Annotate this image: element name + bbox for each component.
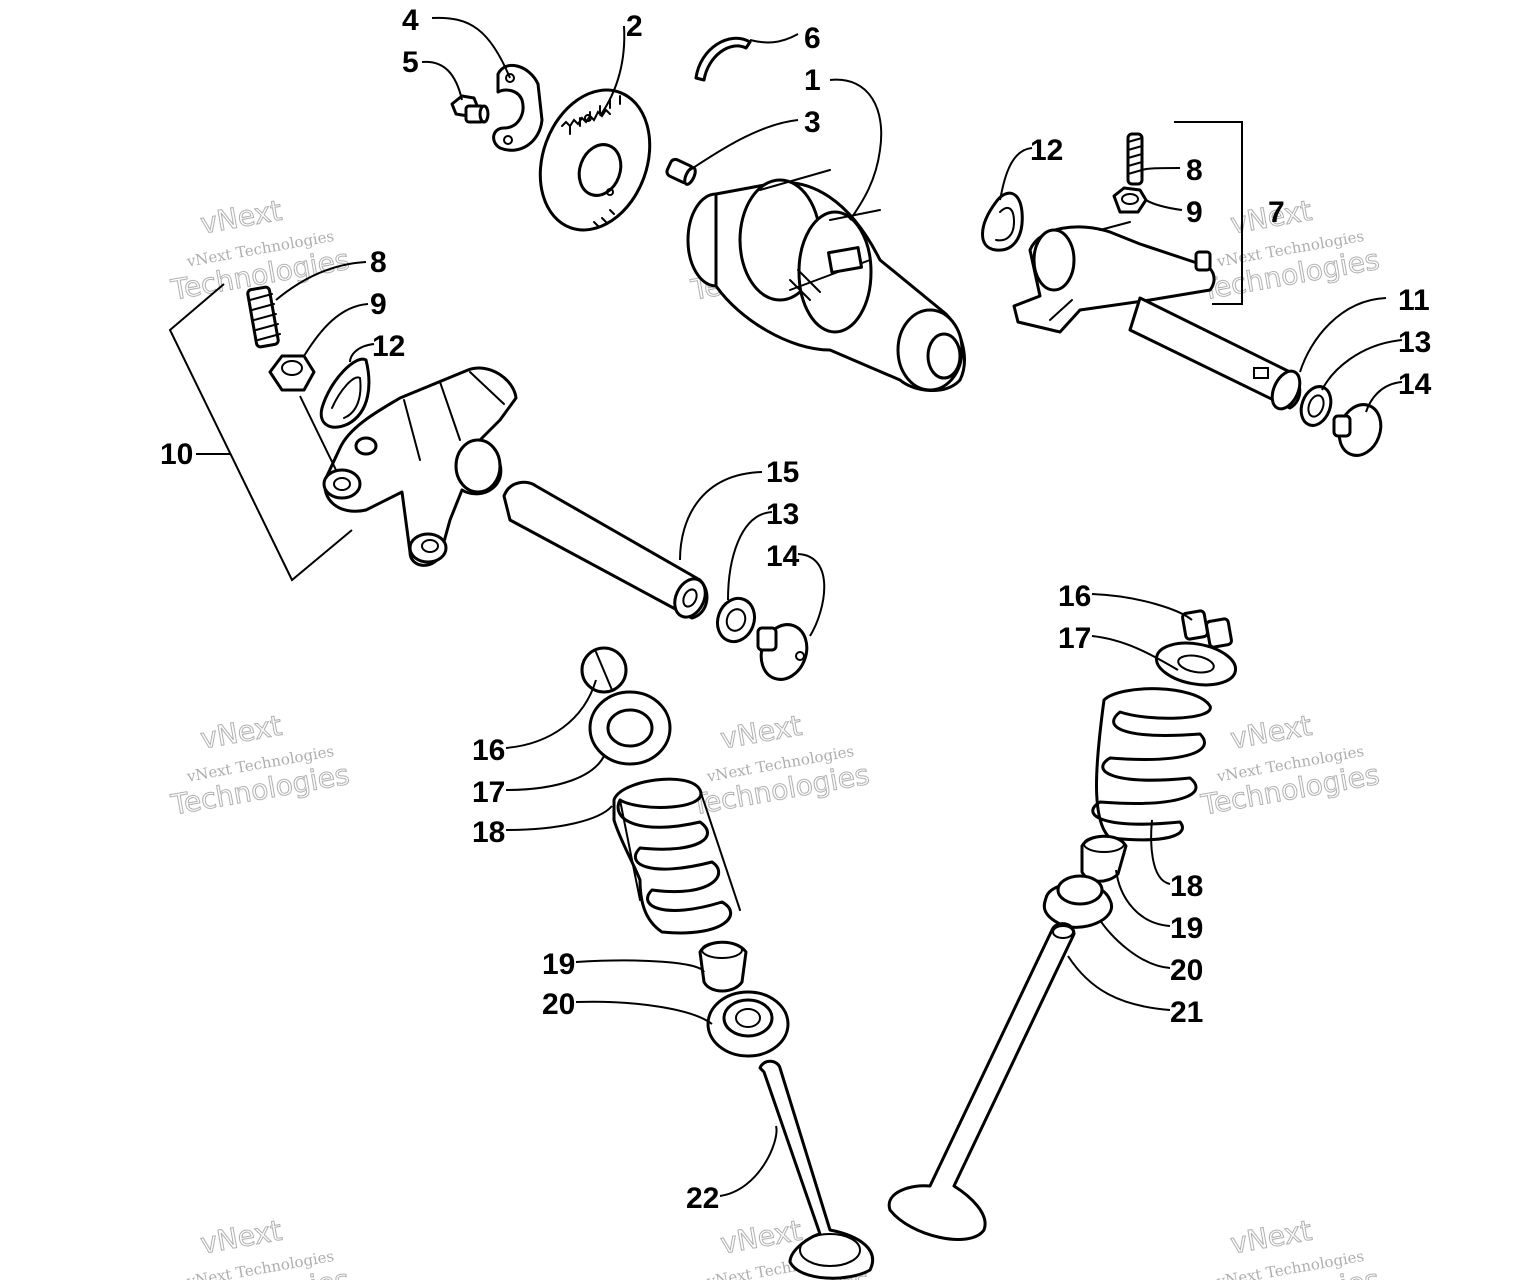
part-21-exhaust-valve[interactable] [887,922,1076,1241]
part-16-valve-keeper-left[interactable] [580,646,628,694]
part-4-retainer-plate[interactable] [492,63,544,152]
callout-20[interactable]: 20 [1170,954,1203,987]
part-14-plug-right[interactable] [1332,399,1387,462]
part-7-rocker-arm-right[interactable] [1012,221,1216,334]
callout-18[interactable]: 18 [1170,870,1203,903]
callout-5[interactable]: 5 [402,46,419,79]
svg-text:vNext: vNext [1228,709,1314,756]
callout-9[interactable]: 9 [1186,196,1203,229]
svg-text:vNext: vNext [198,709,284,756]
callout-9[interactable]: 9 [370,288,387,321]
callout-20[interactable]: 20 [542,988,575,1021]
callout-12[interactable]: 12 [1030,134,1063,167]
callout-16[interactable]: 16 [472,734,505,767]
part-2-cam-sprocket[interactable] [522,75,669,246]
callout-7[interactable]: 7 [1268,196,1285,229]
watermark: vNext vNext Technologies Technologies [1197,1213,1382,1280]
callout-16[interactable]: 16 [1058,580,1091,613]
callout-labels: 1 2 3 4 5 6 7 8 9 12 8 9 12 10 11 13 14 … [160,4,1432,1215]
leader-lines [196,16,1403,1197]
callout-18[interactable]: 18 [472,816,505,849]
callout-2[interactable]: 2 [626,10,643,43]
callout-4[interactable]: 4 [402,4,419,37]
callout-22[interactable]: 22 [686,1182,719,1215]
callout-21[interactable]: 21 [1170,996,1203,1029]
bracket-7 [1174,121,1243,305]
part-20-spring-seat-left[interactable] [706,990,790,1058]
part-18-valve-spring-right[interactable] [1091,687,1212,842]
watermark: vNext vNext Technologies Technologies [167,1213,352,1280]
svg-text:vNext: vNext [198,194,284,241]
callout-8[interactable]: 8 [370,246,387,279]
callout-13[interactable]: 13 [1398,326,1431,359]
svg-text:vNext: vNext [1228,1214,1314,1261]
callout-1[interactable]: 1 [804,64,821,97]
part-20-spring-seat-right[interactable] [1042,874,1114,929]
part-13-washer-right[interactable] [1296,382,1336,429]
watermark: vNext vNext Technologies Technologies [1197,708,1382,822]
callout-10[interactable]: 10 [160,438,193,471]
callout-14[interactable]: 14 [1398,368,1432,401]
watermark: vNext vNext Technologies Technologies [167,708,352,822]
svg-text:vNext: vNext [718,709,804,756]
part-19-valve-stem-seal-right[interactable] [1080,834,1128,883]
part-1-camshaft[interactable] [686,169,966,393]
part-5-bolt[interactable] [450,94,490,124]
part-18-valve-spring-left[interactable] [612,777,741,935]
part-6-clip[interactable] [694,36,752,82]
callout-19[interactable]: 19 [1170,912,1203,945]
part-11-rocker-shaft-right[interactable] [1128,296,1305,413]
callout-3[interactable]: 3 [804,106,821,139]
part-17-spring-retainer-left[interactable] [588,690,672,766]
part-8-adjuster-screw-right[interactable] [1126,132,1144,186]
part-10-rocker-arm-left[interactable] [322,366,518,567]
callout-15[interactable]: 15 [766,456,799,489]
callout-8[interactable]: 8 [1186,154,1203,187]
callout-6[interactable]: 6 [804,22,821,55]
part-12-o-ring-right[interactable] [981,191,1024,252]
callout-12[interactable]: 12 [372,330,405,363]
part-13-washer-left[interactable] [712,593,761,647]
part-9-lock-nut-left[interactable] [268,354,316,392]
bracket-10 [168,283,353,582]
watermark: vNext vNext Technologies Technologies [687,708,872,822]
callout-11[interactable]: 11 [1398,284,1430,317]
callout-17[interactable]: 17 [1058,622,1091,655]
part-19-valve-stem-seal-left[interactable] [698,940,748,993]
watermark: vNext vNext Technologies Technologies [1197,193,1382,307]
part-3-dowel-pin[interactable] [665,157,697,186]
part-15-rocker-shaft-left[interactable] [502,480,711,622]
leader-line [299,395,337,471]
part-12-o-ring-left[interactable] [319,357,371,429]
part-8-adjuster-screw-left[interactable] [246,285,281,349]
part-16-valve-keeper-right[interactable] [1181,609,1233,649]
callout-19[interactable]: 19 [542,948,575,981]
part-22-intake-valve[interactable] [758,1059,874,1280]
svg-text:vNext: vNext [198,1214,284,1261]
callout-14[interactable]: 14 [766,540,800,573]
part-9-lock-nut-right[interactable] [1112,186,1148,214]
part-14-plug-left[interactable] [754,618,814,686]
callout-17[interactable]: 17 [472,776,505,809]
callout-13[interactable]: 13 [766,498,799,531]
